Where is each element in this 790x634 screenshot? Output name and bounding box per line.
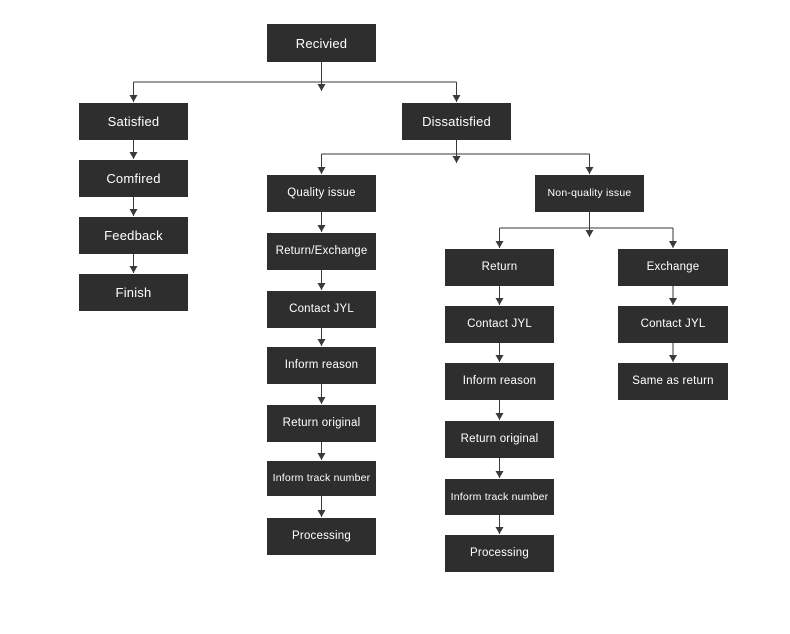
node-dissatisfied[interactable]: Dissatisfied — [402, 103, 511, 140]
node-finish[interactable]: Finish — [79, 274, 188, 311]
node-e-contact-jyl[interactable]: Contact JYL — [618, 306, 728, 343]
node-q-return-orig[interactable]: Return original — [267, 405, 376, 442]
node-r-contact-jyl[interactable]: Contact JYL — [445, 306, 554, 343]
node-r-return-orig[interactable]: Return original — [445, 421, 554, 458]
node-r-inform-reason[interactable]: Inform reason — [445, 363, 554, 400]
node-q-track-number[interactable]: Inform track number — [267, 461, 376, 496]
node-recivied[interactable]: Recivied — [267, 24, 376, 62]
node-r-track-number[interactable]: Inform track number — [445, 479, 554, 515]
node-q-contact-jyl[interactable]: Contact JYL — [267, 291, 376, 328]
node-return-exchange[interactable]: Return/Exchange — [267, 233, 376, 270]
node-same-as-return[interactable]: Same as return — [618, 363, 728, 400]
node-satisfied[interactable]: Satisfied — [79, 103, 188, 140]
node-feedback[interactable]: Feedback — [79, 217, 188, 254]
node-quality-issue[interactable]: Quality issue — [267, 175, 376, 212]
node-exchange[interactable]: Exchange — [618, 249, 728, 286]
node-non-quality[interactable]: Non-quality issue — [535, 175, 644, 212]
node-return[interactable]: Return — [445, 249, 554, 286]
node-q-processing[interactable]: Processing — [267, 518, 376, 555]
node-q-inform-reason[interactable]: Inform reason — [267, 347, 376, 384]
node-r-processing[interactable]: Processing — [445, 535, 554, 572]
node-comfired[interactable]: Comfired — [79, 160, 188, 197]
